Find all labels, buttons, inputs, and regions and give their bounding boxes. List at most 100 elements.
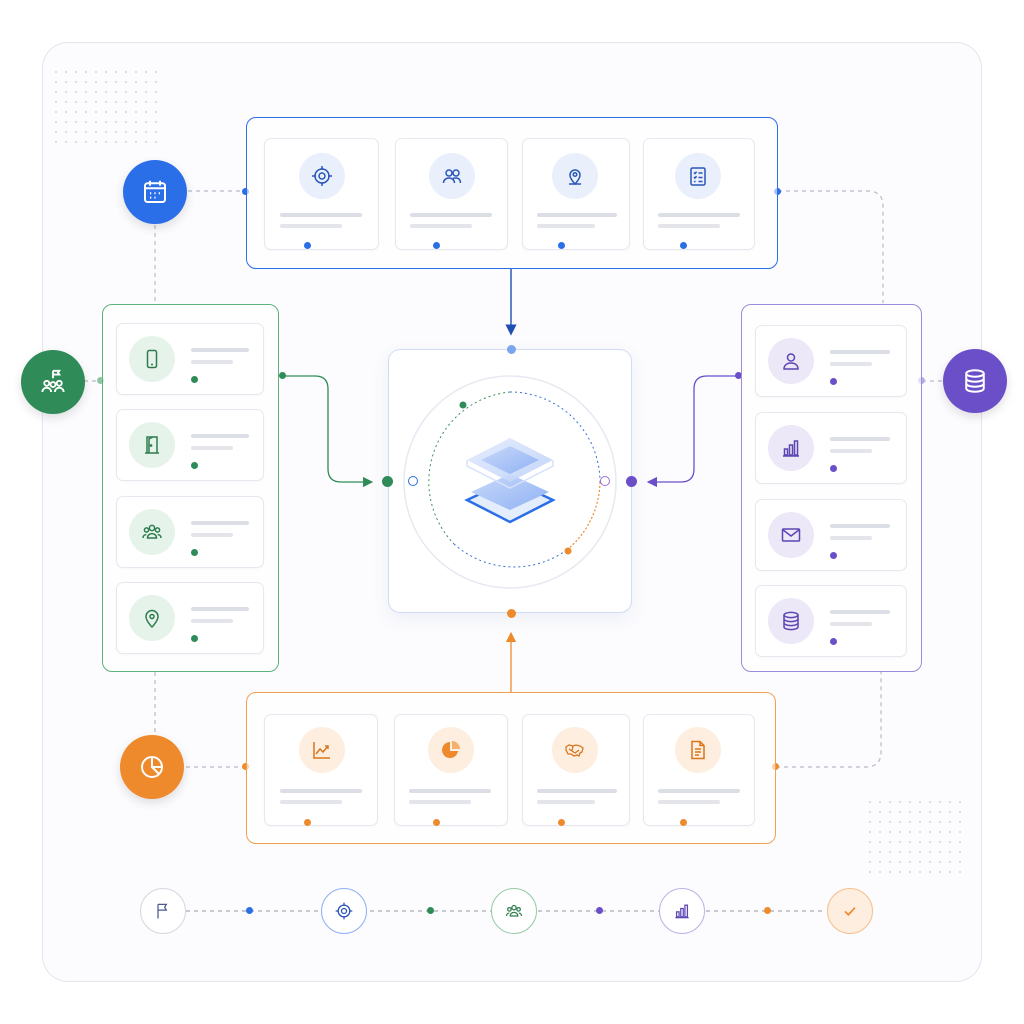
connector-top-right	[778, 190, 884, 303]
target-icon	[312, 166, 332, 186]
timeline-dot	[246, 907, 253, 914]
arrow-right-to-center	[646, 375, 739, 488]
icon-disc	[299, 153, 345, 199]
pie-chart-hub[interactable]	[120, 735, 184, 799]
door-icon	[145, 436, 159, 454]
timeline-step-target[interactable]	[321, 888, 367, 934]
left-card-location[interactable]	[116, 582, 264, 654]
icon-disc	[129, 595, 175, 641]
mail-icon	[781, 528, 801, 542]
left-card-mobile[interactable]	[116, 323, 264, 395]
database-icon	[783, 611, 799, 631]
text-placeholder	[191, 348, 249, 352]
timeline-step-check[interactable]	[827, 888, 873, 934]
dot-pattern-top-left	[54, 70, 164, 150]
timeline-step-group[interactable]	[491, 888, 537, 934]
text-placeholder	[191, 533, 233, 537]
right-card-mail[interactable]	[755, 499, 907, 571]
connector-dot	[242, 188, 249, 195]
right-card-user[interactable]	[755, 325, 907, 397]
status-dot	[191, 462, 198, 469]
icon-disc	[299, 727, 345, 773]
status-dot	[191, 635, 198, 642]
text-placeholder	[830, 437, 890, 441]
text-placeholder	[658, 800, 720, 804]
text-placeholder	[409, 789, 491, 793]
text-placeholder	[658, 213, 740, 217]
timeline-step-bar-chart[interactable]	[659, 888, 705, 934]
status-dot	[830, 378, 837, 385]
icon-disc	[768, 425, 814, 471]
text-placeholder	[830, 610, 890, 614]
right-card-database[interactable]	[755, 585, 907, 657]
icon-disc	[429, 153, 475, 199]
icon-disc	[675, 153, 721, 199]
icon-disc	[675, 727, 721, 773]
center-port-left-ring	[408, 476, 418, 486]
left-card-door[interactable]	[116, 409, 264, 481]
bottom-card-line-chart[interactable]	[264, 714, 378, 826]
calendar-icon	[144, 180, 166, 203]
text-placeholder	[830, 622, 872, 626]
text-placeholder	[191, 607, 249, 611]
dot-pattern-bottom-right	[868, 800, 968, 880]
bottom-card-document[interactable]	[643, 714, 755, 826]
pie-chart-icon	[141, 756, 163, 778]
connector-dot	[242, 763, 249, 770]
text-placeholder	[191, 521, 249, 525]
top-group	[246, 117, 778, 269]
top-card-users[interactable]	[395, 138, 508, 250]
users-icon	[442, 169, 462, 184]
mobile-icon	[146, 349, 158, 369]
text-placeholder	[830, 449, 872, 453]
text-placeholder	[191, 619, 233, 623]
status-dot	[830, 465, 837, 472]
top-card-map-pin[interactable]	[522, 138, 630, 250]
calendar-hub[interactable]	[123, 160, 187, 224]
database-icon	[965, 369, 985, 393]
bar-chart-icon	[783, 440, 799, 457]
connector-dot	[735, 372, 742, 379]
status-dot	[304, 242, 311, 249]
map-pin-icon	[569, 169, 581, 186]
bar-chart-icon	[675, 904, 689, 919]
timeline-dot	[427, 907, 434, 914]
top-card-target[interactable]	[264, 138, 379, 250]
status-dot	[558, 819, 565, 826]
status-dot	[433, 242, 440, 249]
bottom-card-pie-chart[interactable]	[394, 714, 508, 826]
text-placeholder	[830, 350, 890, 354]
status-dot	[830, 638, 837, 645]
team-goal-hub[interactable]	[21, 350, 85, 414]
text-placeholder	[191, 446, 233, 450]
left-group	[102, 304, 279, 672]
flag-icon	[157, 903, 168, 919]
center-port-right	[626, 476, 637, 487]
center-port-left	[382, 476, 393, 487]
timeline-step-flag[interactable]	[140, 888, 186, 934]
text-placeholder	[537, 224, 595, 228]
map-icon	[565, 744, 584, 757]
center-node[interactable]	[388, 349, 632, 613]
left-card-group[interactable]	[116, 496, 264, 568]
document-icon	[691, 740, 705, 760]
line-chart-icon	[313, 742, 330, 759]
center-port-bottom	[507, 609, 516, 618]
checklist-icon	[690, 167, 706, 186]
text-placeholder	[280, 800, 342, 804]
bottom-group	[246, 692, 776, 844]
text-placeholder	[280, 224, 342, 228]
text-placeholder	[409, 800, 471, 804]
status-dot	[830, 552, 837, 559]
bottom-card-map[interactable]	[522, 714, 630, 826]
top-card-checklist[interactable]	[643, 138, 755, 250]
icon-disc	[552, 153, 598, 199]
connector-bottom-right	[776, 672, 882, 768]
right-card-bar-chart[interactable]	[755, 412, 907, 484]
database-hub[interactable]	[943, 349, 1007, 413]
icon-disc	[768, 598, 814, 644]
connector-dot	[279, 372, 286, 379]
icon-disc	[428, 727, 474, 773]
icon-disc	[768, 512, 814, 558]
